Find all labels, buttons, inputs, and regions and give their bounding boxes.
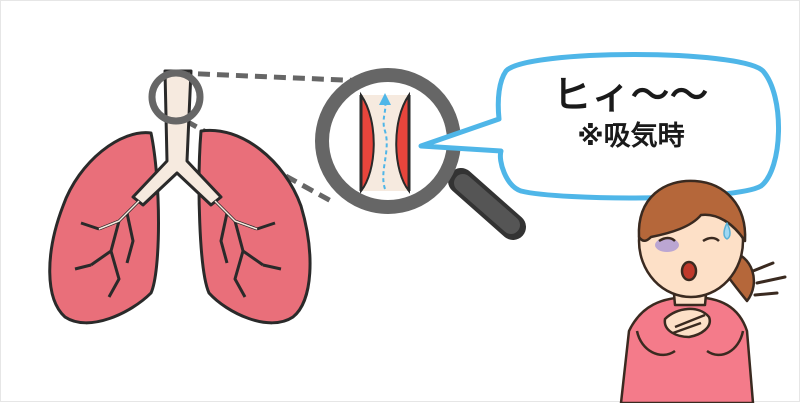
lungs-icon xyxy=(48,69,312,325)
speech-line-inhalation-note: ※吸気時 xyxy=(577,121,685,152)
narrowed-airway xyxy=(359,91,411,194)
magnifying-glass-icon xyxy=(315,68,526,240)
coughing-girl-icon xyxy=(619,179,756,403)
trachea-zoom-circle xyxy=(148,69,204,125)
cough-motion-lines xyxy=(751,261,787,297)
speech-text: ヒィ〜〜 ※吸気時 xyxy=(481,73,781,155)
speech-bubble-icon xyxy=(418,52,781,201)
speech-line-wheeze: ヒィ〜〜 xyxy=(552,73,709,117)
